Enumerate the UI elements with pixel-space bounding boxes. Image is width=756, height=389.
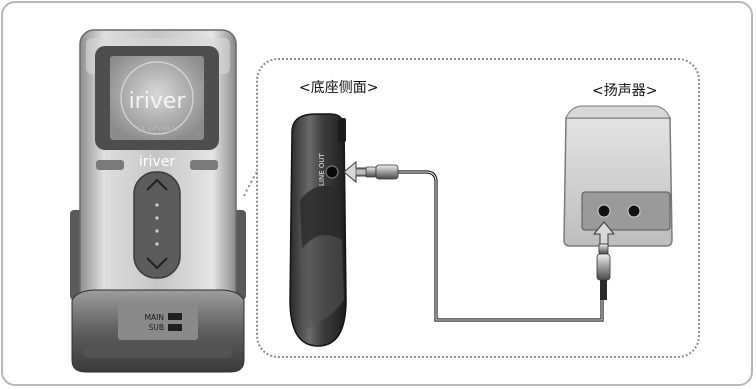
speaker-aux-jack [627,204,641,218]
switch-label-main: MAIN [145,313,164,322]
left-soft-button [96,160,124,170]
audio-cable-highlight [398,171,603,321]
chevron-up-icon [146,178,168,191]
dock-side-tab [338,118,346,142]
line-out-jack [325,165,339,179]
navigation-rocker [133,171,181,279]
switch-slot-main [168,313,182,320]
switch-label-sub: SUB [149,323,164,332]
chevron-down-icon [146,257,168,270]
speaker-unit [563,105,673,247]
callout-zoom-box [256,58,700,358]
callout-leader [243,169,259,197]
dock-side-view: LINE OUT [289,113,347,347]
speaker-input-jack [597,204,611,218]
dock-side-label: <底座侧面> [299,80,379,96]
right-soft-button [190,160,218,170]
speaker-plug-icon [596,243,611,300]
svg-text:iriver: iriver [136,124,178,133]
line-out-label: LINE OUT [318,153,326,186]
player-on-dock: iriver iriver iriver MAIN SUB [70,29,246,373]
screen-logo: iriver [129,89,187,114]
player-brand: iriver [139,154,175,170]
speaker-input-panel [581,191,671,231]
player-screen [110,56,204,140]
switch-slot-sub [168,324,182,331]
speaker-label: <扬声器> [592,83,658,99]
audio-plug-icon [355,164,399,180]
